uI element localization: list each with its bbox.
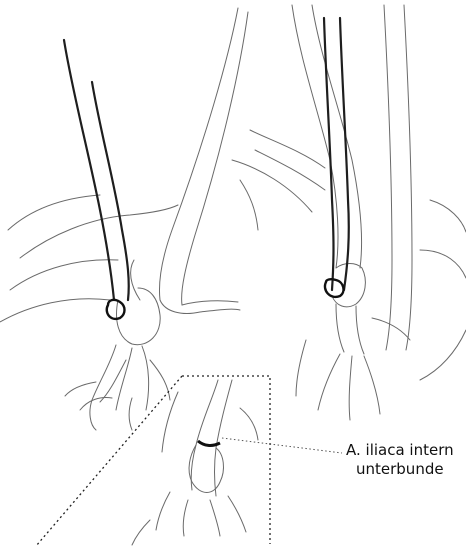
right-ligature-thread-2 xyxy=(340,18,349,290)
inset-pointer-line xyxy=(36,376,182,546)
right-knot xyxy=(325,279,344,297)
label-internal-iliac-artery: A. iliaca intern xyxy=(346,441,454,460)
label-ligated: unterbunde xyxy=(356,460,444,479)
left-vessel-group xyxy=(0,8,248,430)
left-knot xyxy=(107,300,125,319)
label-leader-line xyxy=(222,438,342,453)
inset-detail xyxy=(132,380,258,545)
